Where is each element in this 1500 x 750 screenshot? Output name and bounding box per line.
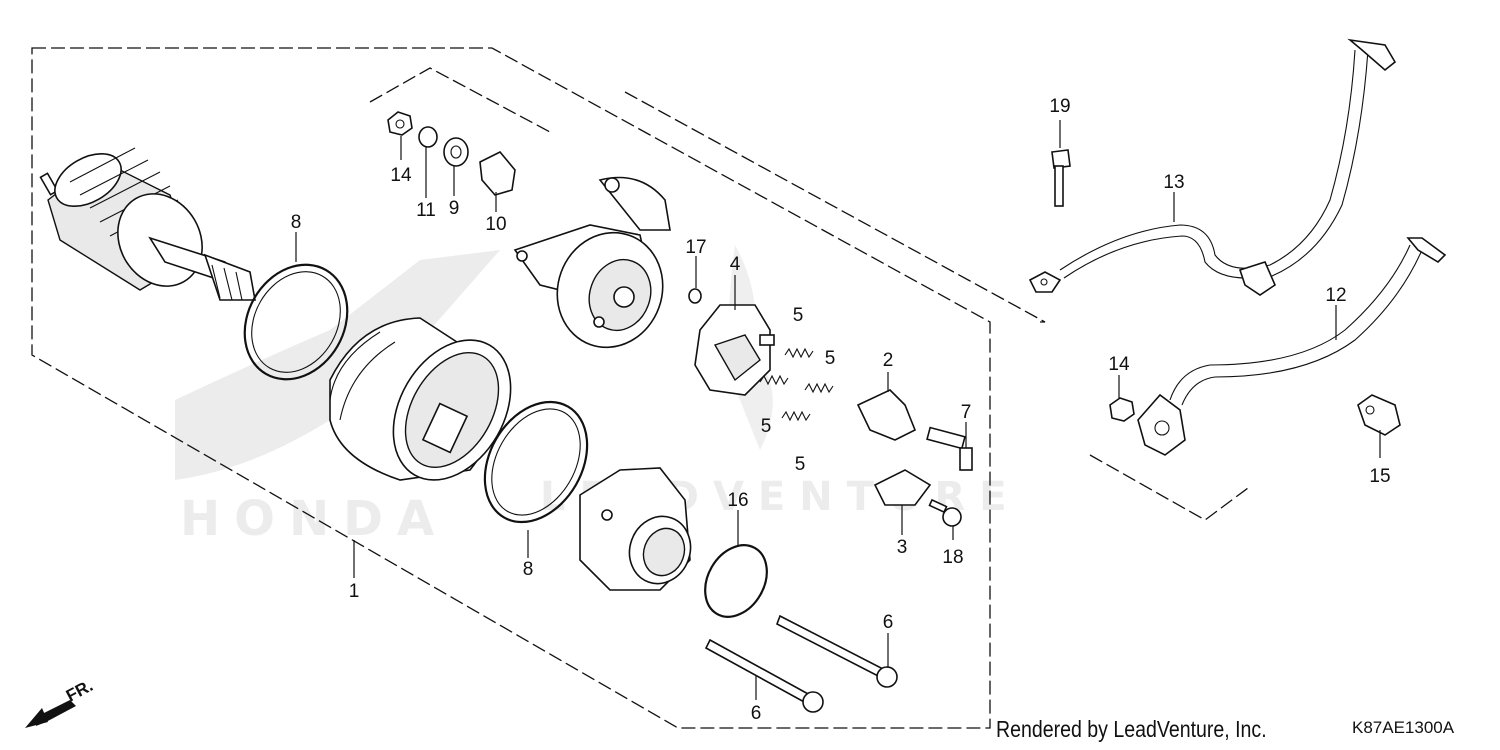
o-ring-lower	[483, 400, 589, 524]
callout-14a: 14	[390, 165, 412, 186]
callout-4: 4	[730, 254, 741, 275]
callout-9: 9	[449, 198, 460, 219]
callouts: 1 2 3 4 5 5 5 5 6 6 7 8 8 9 10 11 12 13 …	[291, 96, 1391, 724]
washer-11-part	[418, 126, 438, 148]
assembly-frame-mid	[624, 91, 1046, 323]
bolt-7-part	[926, 426, 973, 471]
watermark-brand-logo: HONDA	[175, 250, 500, 547]
brush-3-part	[873, 469, 932, 506]
assembly-frame-upper-parts	[369, 67, 551, 133]
callout-10: 10	[485, 214, 506, 235]
callout-14b: 14	[1108, 354, 1130, 375]
cable-13-part	[1028, 38, 1397, 296]
callout-5c: 5	[761, 416, 772, 437]
callout-12: 12	[1325, 285, 1346, 306]
cable-12-part	[1137, 237, 1447, 456]
rendered-by-credit: Rendered by LeadVenture, Inc.	[996, 716, 1267, 742]
seal-9-part	[443, 137, 469, 167]
leader-lines	[295, 120, 1381, 700]
watermark-brand-text: HONDA	[180, 491, 448, 547]
o-ring-16	[704, 544, 768, 618]
callout-6a: 6	[883, 612, 894, 633]
nut-14-part	[387, 111, 413, 136]
armature-part	[39, 147, 256, 301]
callout-5d: 5	[795, 454, 806, 475]
callout-16: 16	[727, 490, 748, 511]
rear-cover-part	[513, 176, 671, 349]
assembly-frame-main	[31, 47, 991, 729]
bolt-19-part	[1051, 149, 1071, 207]
o-ring-upper	[243, 263, 349, 381]
callout-17: 17	[685, 237, 706, 258]
bolt-6-upper-part	[776, 614, 898, 688]
clamp-15-part	[1357, 394, 1401, 436]
screw-18-part	[928, 498, 962, 527]
callout-3: 3	[897, 537, 908, 558]
callout-5b: 5	[825, 348, 836, 369]
washer-17-part	[688, 288, 702, 304]
callout-7: 7	[961, 402, 972, 423]
callout-8a: 8	[291, 212, 302, 233]
callout-11: 11	[416, 200, 436, 221]
front-direction-arrow-icon: FR.	[25, 676, 96, 728]
diagram-code: K87AE1300A	[1352, 718, 1455, 737]
callout-5a: 5	[793, 305, 804, 326]
callout-1: 1	[349, 581, 360, 602]
assembly-frame-cable	[1089, 454, 1249, 521]
spring-5-part	[759, 347, 834, 422]
callout-15: 15	[1369, 466, 1390, 487]
bolt-6-lower-part	[704, 638, 824, 713]
terminal-2-part	[856, 389, 917, 441]
nut-14-right-part	[1109, 397, 1135, 422]
motor-case-part	[329, 317, 512, 481]
callout-2: 2	[883, 350, 894, 371]
callout-8b: 8	[523, 559, 534, 580]
insulator-10-part	[479, 151, 516, 196]
front-cover-part	[579, 467, 692, 591]
callout-19: 19	[1049, 96, 1070, 117]
callout-13: 13	[1163, 172, 1184, 193]
brush-holder-part	[694, 304, 775, 396]
callout-6b: 6	[751, 703, 762, 724]
callout-18: 18	[942, 547, 963, 568]
